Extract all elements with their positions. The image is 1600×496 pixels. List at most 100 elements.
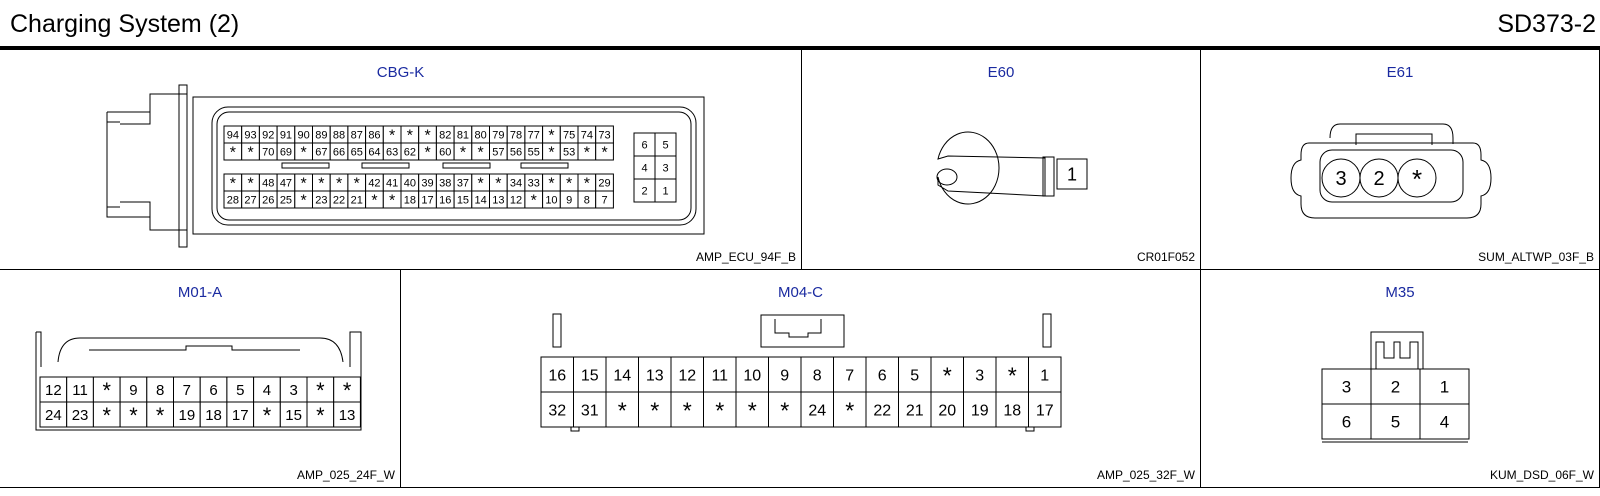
pin-label: 81 [457, 129, 469, 141]
pin-cell [1056, 158, 1088, 190]
pin-label: 1 [1067, 164, 1077, 184]
pin-cell [573, 356, 607, 393]
pin-cell [146, 401, 175, 428]
pin-cell [930, 356, 964, 393]
pin-label: 41 [386, 177, 398, 189]
pin-cell [1419, 403, 1470, 440]
pin-label: * [103, 403, 112, 428]
pin-label: 23 [72, 407, 89, 424]
connector-part-number: CR01F052 [1136, 250, 1195, 264]
pin-label: 14 [475, 194, 487, 206]
pin-cell [1028, 356, 1062, 393]
pin-label: 1 [662, 185, 668, 197]
pin-label: * [389, 128, 395, 145]
pin-label: 89 [315, 129, 327, 141]
connector-name: E61 [1386, 64, 1414, 81]
pin-label: 21 [351, 194, 363, 206]
pin-cell [333, 376, 361, 403]
pin-label: 19 [179, 407, 196, 424]
pin-label: 5 [910, 367, 919, 384]
pin-cell [573, 391, 607, 428]
pin-label: 13 [339, 407, 356, 424]
pin-label: * [548, 176, 554, 193]
pin-label: 15 [285, 407, 302, 424]
pin-label: 3 [662, 162, 668, 174]
pin-label: 10 [545, 194, 557, 206]
pin-label: 7 [845, 367, 854, 384]
pin-label: 6 [1342, 413, 1351, 432]
connector-part-number: AMP_025_32F_W [1096, 468, 1195, 482]
pin-label: 5 [662, 139, 668, 151]
pin-label: 9 [566, 194, 572, 206]
pin-label: * [650, 397, 659, 423]
pin-label: 8 [156, 382, 164, 399]
pin-label: 57 [492, 146, 504, 158]
pin-label: 6 [209, 382, 217, 399]
pin-label: * [780, 397, 789, 423]
e60-pin-grid: 1 [1056, 158, 1088, 190]
pin-label: * [618, 397, 627, 423]
pin-label: * [548, 128, 554, 145]
pin-label: 7 [183, 382, 191, 399]
pin-cell [173, 401, 201, 428]
pin-label: 42 [368, 177, 380, 189]
pin-cell [930, 391, 964, 428]
pin-label: * [584, 176, 590, 193]
pin-label: 64 [368, 146, 380, 158]
pin-label: 1 [1440, 378, 1449, 397]
pin-cell [92, 401, 121, 428]
pin-label: 4 [1440, 413, 1449, 432]
pin-label: 19 [971, 402, 989, 419]
pin-cell [540, 356, 574, 393]
pin-label: 18 [404, 194, 416, 206]
pin-cell [703, 356, 737, 393]
pin-label: 75 [563, 129, 575, 141]
pin-label: 87 [351, 129, 363, 141]
pin-label: 53 [563, 146, 575, 158]
pin-label: 93 [244, 129, 256, 141]
pin-label: 7 [601, 194, 607, 206]
pin-cell [670, 356, 704, 393]
pin-cell [833, 391, 867, 428]
pin-label: * [336, 176, 342, 193]
pin-label: 12 [510, 194, 522, 206]
connector-name: M04-C [777, 284, 823, 301]
pin-label: 9 [780, 367, 789, 384]
pin-label: * [389, 193, 395, 210]
pin-label: 21 [906, 402, 924, 419]
connector-panel-e60: E60 1 CR01F052 [802, 50, 1201, 270]
pin-label: 15 [457, 194, 469, 206]
pin-label: 17 [1036, 402, 1054, 419]
pin-label: * [247, 145, 253, 162]
pin-label: * [247, 176, 253, 193]
pin-cell [540, 391, 574, 428]
pin-label: 66 [333, 146, 345, 158]
pin-label: * [354, 176, 360, 193]
pin-label: 37 [457, 177, 469, 189]
pin-label: 3 [1342, 378, 1351, 397]
pin-label: * [407, 128, 413, 145]
pin-label: 10 [743, 367, 761, 384]
connector-name: E60 [987, 64, 1015, 81]
pin-cell [119, 376, 148, 403]
pin-cell [995, 391, 1029, 428]
pin-cell [605, 356, 639, 393]
pin-label: * [748, 397, 757, 423]
pin-label: 11 [72, 382, 88, 399]
pin-label: 8 [584, 194, 590, 206]
pin-label: 47 [280, 177, 292, 189]
pin-cell [1397, 158, 1437, 198]
connector-part-number: AMP_025_24F_W [296, 468, 395, 482]
pin-label: 26 [262, 194, 274, 206]
ring-terminal-drawing: 1 [936, 131, 1088, 205]
pin-label: 29 [598, 177, 610, 189]
pin-label: 17 [421, 194, 433, 206]
pin-label: 86 [368, 129, 380, 141]
